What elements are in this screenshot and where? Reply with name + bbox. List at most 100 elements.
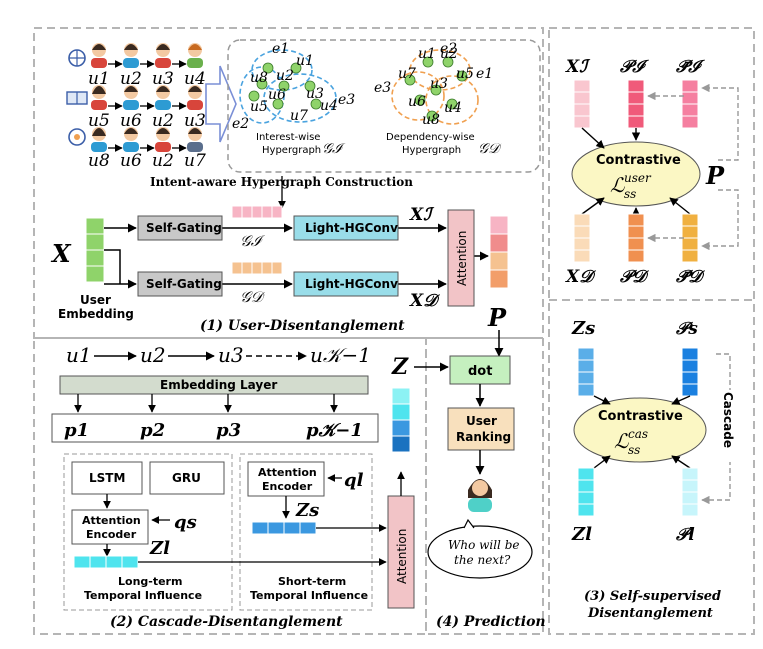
pos-p1: p1 (64, 420, 89, 441)
interest-symbol: 𝒢ℐ (322, 141, 346, 157)
dg-node-u3: u3 (430, 76, 448, 92)
self-gating-top (137, 215, 223, 241)
ig-node-u4: u4 (320, 98, 338, 114)
seq-uk: u𝒦−1 (310, 343, 371, 367)
p-vector (489, 215, 509, 289)
ssl-x-d-vector (573, 213, 591, 263)
predicted-user-icon (468, 479, 492, 512)
loss-user-sup: user (624, 171, 652, 185)
row2-user-3: u2 (152, 111, 174, 131)
loss-cas-sup: cas (628, 427, 648, 441)
panel-3-border (548, 27, 755, 635)
pos-p2: p2 (140, 420, 165, 441)
dependency-hypergraph: u1 u7 u2 u5 u3 u6 u4 u8 e1 e2 e3 Depende… (374, 41, 502, 157)
question-line-2: the next? (454, 553, 511, 567)
dependency-label-2: Hypergraph (402, 145, 461, 156)
attention-encoder-short (247, 461, 325, 497)
dependency-label-1: Dependency-wise (386, 132, 475, 143)
z-l-vector (73, 555, 139, 569)
long-term-label-1: Long-term (118, 575, 182, 588)
self-gating-bottom-label: Self-Gating (146, 277, 222, 291)
person-icon-row3-3 (155, 127, 171, 152)
person-icon-row2-1 (91, 85, 107, 110)
z-symbol: Z (391, 354, 409, 380)
attention-encoder-long-1: Attention (82, 514, 141, 527)
user-embedding-vector (85, 217, 105, 283)
ig-node-u1: u1 (296, 53, 314, 69)
dg-node-u2: u2 (440, 46, 458, 62)
ig-edge-e1: e1 (272, 41, 289, 57)
ssl-x-d: X𝒟 (565, 267, 596, 287)
row3-user-1: u8 (88, 151, 110, 171)
pos-p3: p3 (216, 420, 241, 441)
row2-user-4: u3 (184, 111, 206, 131)
lstm-label: LSTM (89, 471, 125, 485)
attention-encoder-short-2: Encoder (262, 480, 313, 493)
dg-node-u1: u1 (418, 46, 436, 62)
contrastive-cascade-label: Contrastive (598, 409, 683, 424)
ssl-p-symbol: P (705, 161, 725, 190)
q-s-label: qs (174, 512, 197, 533)
attention-cascade-label: Attention (395, 529, 409, 584)
light-hgconv-top-label: Light-HGConv (305, 221, 398, 235)
dg-node-u4: u4 (444, 100, 462, 116)
ssl-p-l: 𝒫l (675, 525, 695, 545)
ssl-p-i-vector (627, 79, 645, 129)
attention-encoder-long-2: Encoder (86, 528, 137, 541)
ssl-p-s: 𝒫s (675, 319, 698, 339)
person-icon-row2-4 (187, 85, 203, 110)
contrastive-cascade-ellipse (573, 397, 707, 463)
ssl-x-i-vector (573, 79, 591, 129)
gru-label: GRU (172, 471, 201, 485)
dg-edge-e2: e2 (440, 41, 457, 57)
row3-user-3: u2 (152, 151, 174, 171)
attention-user-label: Attention (455, 231, 469, 286)
user-ranking-label-2: Ranking (456, 430, 511, 444)
gru-box (149, 461, 225, 495)
seq-u2: u2 (140, 343, 166, 367)
ssl-x-i: Xℐ (565, 57, 591, 77)
seq-u1: u1 (66, 343, 92, 367)
person-icon-row2-2 (123, 85, 139, 110)
short-term-label-1: Short-term (278, 575, 346, 588)
long-term-box (63, 453, 233, 611)
g-interest-label: 𝒢ℐ (240, 232, 266, 250)
panel-3-title-2: Disentanglement (587, 606, 713, 621)
ssl-p-l-vector (681, 467, 699, 517)
ssl-p-i-bar: 𝒫̄ℐ (675, 57, 705, 77)
dependency-symbol: 𝒢𝒟 (478, 141, 502, 157)
question-line-1: Who will be (448, 538, 519, 552)
dg-node-u5: u5 (456, 66, 474, 82)
x-interest-label: Xℐ (409, 205, 435, 225)
cascade-arrow-label: Cascade (721, 392, 735, 448)
contrastive-user-label: Contrastive (596, 153, 681, 168)
ig-node-u6: u6 (268, 87, 286, 103)
ig-node-u7: u7 (290, 108, 308, 124)
question-bubble (427, 525, 533, 579)
row1-user-3: u3 (152, 69, 174, 89)
z-l-label: Zl (149, 538, 170, 559)
person-icon-row1-2 (123, 43, 139, 68)
row2-user-1: u5 (88, 111, 110, 131)
panel-4-border (425, 337, 544, 635)
embedding-layer (59, 375, 369, 395)
row3-user-4: u7 (184, 151, 206, 171)
ssl-p-d: 𝒫𝒟 (619, 267, 649, 287)
user-embedding-label-2: Embedding (58, 307, 134, 321)
panel-3-title-1: (3) Self-supervised (584, 589, 721, 604)
ssl-p-d-bar-vector (681, 213, 699, 263)
person-icon-row1-4 (187, 43, 203, 68)
ssl-p-s-vector (681, 347, 699, 397)
person-icon-row1-3 (155, 43, 171, 68)
person-icon-row2-3 (155, 85, 171, 110)
dg-edge-e1: e1 (476, 66, 493, 82)
ig-node-u2: u2 (276, 68, 294, 84)
person-icon-row3-2 (123, 127, 139, 152)
interest-label-1: Interest-wise (256, 132, 320, 143)
dot-label: dot (468, 364, 492, 379)
self-gating-top-label: Self-Gating (146, 221, 222, 235)
light-hgconv-bottom-label: Light-HGConv (305, 277, 398, 291)
dg-edge-e3: e3 (374, 80, 391, 96)
interest-hypergraph: u8 u2 u6 u3 u5 u4 u7 u1 e1 e2 e3 Interes… (232, 41, 355, 157)
